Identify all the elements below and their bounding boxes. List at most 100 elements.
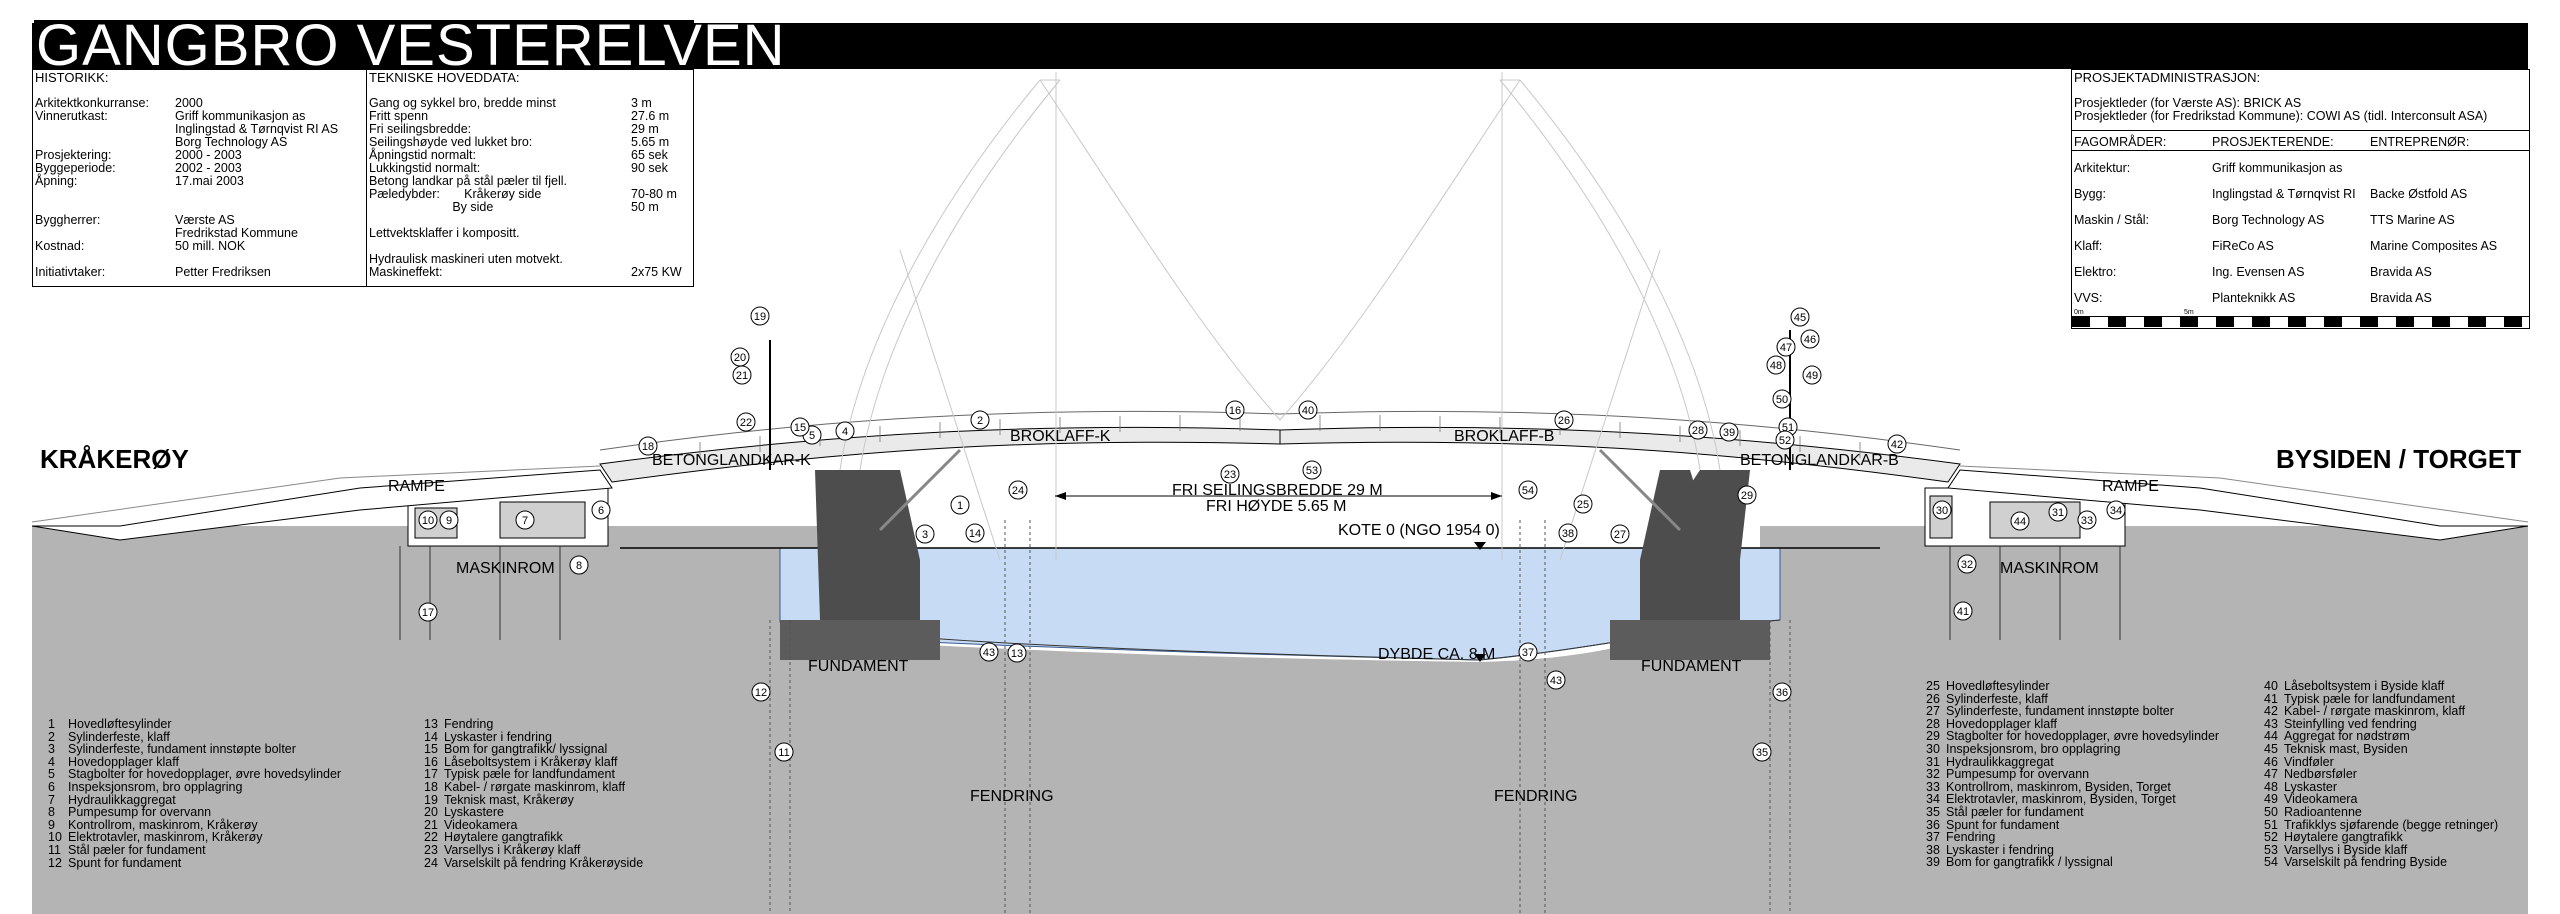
tekniske-key: By side <box>369 200 494 214</box>
legend-number: 3 <box>48 742 55 757</box>
callout-31: 31 <box>2048 502 2068 522</box>
callout-24: 24 <box>1008 480 1028 500</box>
legend-number: 11 <box>48 842 61 857</box>
legend-text: Inspeksjonsrom, bro opplagring <box>1946 741 2121 756</box>
col-head-fag: FAGOMRÅDER: <box>2074 135 2167 149</box>
callout-18: 18 <box>638 436 658 456</box>
tekniske-panel: TEKNISKE HOVEDDATA: Gang og sykkel bro, … <box>366 69 694 287</box>
svg-text:39: 39 <box>1723 427 1735 439</box>
svg-text:5: 5 <box>809 430 815 442</box>
svg-text:43: 43 <box>983 647 995 659</box>
callout-16: 16 <box>1225 400 1245 420</box>
legend-number: 52 <box>2264 830 2278 845</box>
legend-text: Lyskastere <box>444 805 504 820</box>
legend-number: 41 <box>2264 691 2278 706</box>
callout-12: 12 <box>751 682 771 702</box>
svg-text:30: 30 <box>1936 505 1948 517</box>
callout-layer: 1234567891011121314151617181920212223242… <box>418 306 2126 762</box>
scale-bar <box>2072 316 2529 327</box>
callout-34: 34 <box>2106 500 2126 520</box>
callout-26: 26 <box>1554 410 1574 430</box>
prosjekt-heading: PROSJEKTADMINISTRASJON: <box>2074 70 2261 85</box>
legend-number: 40 <box>2264 679 2278 693</box>
historikk-value: Borg Technology AS <box>175 135 288 149</box>
svg-text:32: 32 <box>1961 559 1973 571</box>
legend-text: Stagbolter for hovedopplager, øvre hoved… <box>68 767 342 782</box>
historikk-value: Fredrikstad Kommune <box>175 226 298 240</box>
svg-text:10: 10 <box>422 515 434 527</box>
legend-text: Lyskaster <box>2284 779 2338 794</box>
callout-21: 21 <box>732 365 752 385</box>
legend-text: Hydraulikkaggregat <box>1946 754 2054 769</box>
historikk-value: 50 mill. NOK <box>175 239 246 253</box>
callout-13: 13 <box>1007 643 1027 663</box>
historikk-key: Byggherrer: <box>35 213 101 227</box>
prosjekt-prosjekterende: Ing. Evensen AS <box>2212 265 2305 279</box>
label-kote: KOTE 0 (NGO 1954 0) <box>1338 522 1500 539</box>
svg-text:18: 18 <box>642 441 654 453</box>
svg-text:4: 4 <box>842 426 848 438</box>
callout-43: 43 <box>1546 670 1566 690</box>
legend-number: 44 <box>2264 729 2278 744</box>
legend-text: Stål pæler for fundament <box>1946 804 2084 819</box>
callout-23: 23 <box>1220 464 1240 484</box>
legend-number: 1 <box>48 717 55 731</box>
svg-text:53: 53 <box>1306 465 1318 477</box>
callout-43: 43 <box>979 642 999 662</box>
col-head-prosj: PROSJEKTERENDE: <box>2212 135 2334 149</box>
tekniske-value: 70-80 m <box>631 187 677 201</box>
svg-text:20: 20 <box>734 352 746 364</box>
callout-25: 25 <box>1573 494 1593 514</box>
tekniske-key: Gang og sykkel bro, bredde minst <box>369 96 556 110</box>
tekniske-heading: TEKNISKE HOVEDDATA: <box>369 70 520 85</box>
tekniske-key: Lettvektsklaffer i kompositt. <box>369 226 520 240</box>
callout-28: 28 <box>1688 420 1708 440</box>
svg-text:41: 41 <box>1957 606 1969 618</box>
callout-45: 45 <box>1790 307 1810 327</box>
prosjekt-fag: VVS: <box>2074 291 2103 305</box>
svg-text:13: 13 <box>1011 648 1023 660</box>
legend-text: Hovedopplager klaff <box>68 754 179 769</box>
right-pier <box>1640 470 1750 620</box>
legend-text: Høytalere gangtrafikk <box>444 830 563 845</box>
legend-number: 36 <box>1926 817 1940 832</box>
callout-10: 10 <box>418 510 438 530</box>
col-head-entr: ENTREPRENØR: <box>2370 135 2470 149</box>
tekniske-value: 5.65 m <box>631 135 670 149</box>
tekniske-key: Hydraulisk maskineri uten motvekt. <box>369 252 563 266</box>
label-fri-bredde: FRI SEILINGSBREDDE 29 M <box>1172 482 1383 499</box>
legend-text: Trafikklys sjøfarende (begge retninger) <box>2284 817 2499 832</box>
prosjekt-panel: PROSJEKTADMINISTRASJON: Prosjektleder (f… <box>2071 69 2530 329</box>
ground-right <box>1760 526 2528 914</box>
legend-text: Bom for gangtrafikk / lyssignal <box>1946 855 2113 870</box>
legend-number: 7 <box>48 792 55 807</box>
svg-text:36: 36 <box>1776 687 1788 699</box>
legend-text: Vindføler <box>2284 754 2334 769</box>
legend-text: Sylinderfeste, fundament innstøpte bolte… <box>68 742 296 757</box>
svg-text:16: 16 <box>1229 405 1241 417</box>
prosjekt-prosjekterende: Inglingstad & Tørnqvist RI <box>2212 187 2356 201</box>
legend-number: 9 <box>48 817 55 832</box>
callout-48: 48 <box>1766 355 1786 375</box>
prosjekt-prosjekterende: Griff kommunikasjon as <box>2212 161 2343 175</box>
callout-8: 8 <box>569 555 589 575</box>
callout-27: 27 <box>1610 524 1630 544</box>
legend-text: Kontrollrom, maskinrom, Kråkerøy <box>68 817 258 832</box>
legend-text: Nedbørsføler <box>2284 767 2357 782</box>
historikk-key: Vinnerutkast: <box>35 109 108 123</box>
